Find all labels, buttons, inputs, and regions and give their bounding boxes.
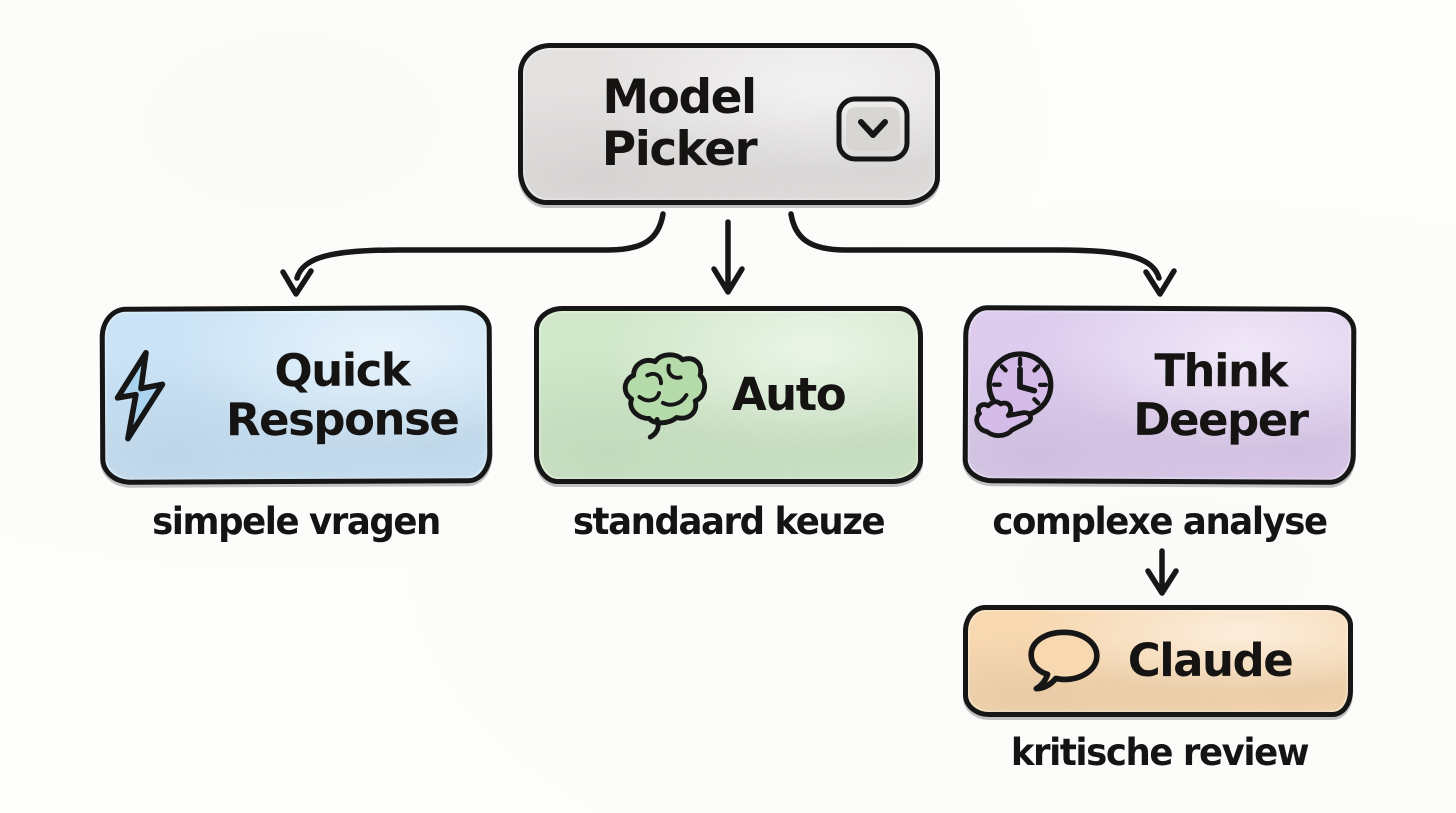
brain-icon	[622, 352, 707, 440]
auto-label: Auto	[731, 368, 847, 422]
speech-bubble-icon	[1028, 629, 1100, 692]
model-picker-node: Model Picker	[518, 43, 940, 205]
claude-caption: kritische review	[1010, 731, 1310, 774]
arrow-to-quick-response	[280, 211, 666, 297]
chevron-down-icon	[836, 96, 910, 162]
arrow-to-auto	[711, 219, 745, 295]
arrow-to-think-deeper	[788, 211, 1177, 297]
lightning-icon	[114, 349, 166, 442]
auto-node: Auto	[534, 306, 923, 484]
auto-caption: standaard keuze	[572, 500, 886, 543]
watercolor-texture	[539, 311, 918, 479]
quick-response-node: Quick Response	[99, 305, 493, 485]
arrow-to-claude	[1145, 548, 1179, 596]
think-deeper-label: Think Deeper	[1133, 343, 1308, 447]
claude-node: Claude	[963, 605, 1353, 717]
quick-response-caption: simpele vragen	[152, 500, 441, 543]
quick-response-label: Quick Response	[225, 343, 459, 447]
think-deeper-node: Think Deeper	[962, 305, 1357, 485]
model-picker-label: Model Picker	[601, 70, 758, 177]
clock-thinking-icon	[974, 351, 1054, 438]
think-deeper-caption: complexe analyse	[992, 500, 1328, 543]
claude-label: Claude	[1127, 634, 1294, 688]
